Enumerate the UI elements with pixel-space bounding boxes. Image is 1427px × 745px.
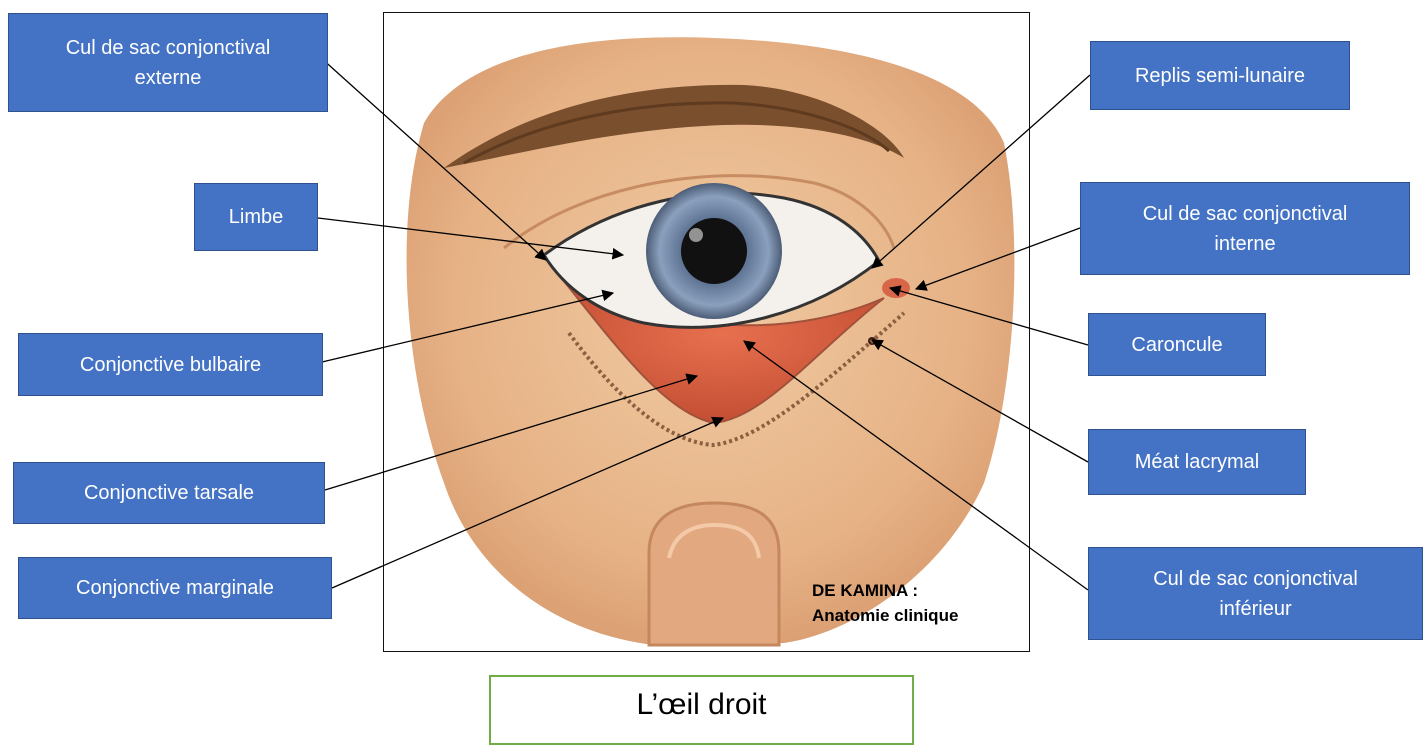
label-cul-de-sac-interne: Cul de sac conjonctival interne: [1080, 182, 1410, 275]
label-conjonctive-marginale: Conjonctive marginale: [18, 557, 332, 619]
label-meat-lacrymal: Méat lacrymal: [1088, 429, 1306, 495]
label-conjonctive-tarsale: Conjonctive tarsale: [13, 462, 325, 524]
caruncle: [882, 278, 910, 298]
eye-illustration: [384, 13, 1030, 652]
label-cul-de-sac-externe: Cul de sac conjonctival externe: [8, 13, 328, 112]
figure-caption: L’œil droit: [489, 675, 914, 745]
label-caroncule: Caroncule: [1088, 313, 1266, 376]
pupil: [681, 218, 747, 284]
source-credit: DE KAMINA : Anatomie clinique: [812, 578, 958, 628]
label-replis-semi-lunaire: Replis semi-lunaire: [1090, 41, 1350, 110]
label-conjonctive-bulbaire: Conjonctive bulbaire: [18, 333, 323, 396]
label-cul-de-sac-inferieur: Cul de sac conjonctival inférieur: [1088, 547, 1423, 640]
illustration-frame: DE KAMINA : Anatomie clinique: [383, 12, 1030, 652]
label-limbe: Limbe: [194, 183, 318, 251]
